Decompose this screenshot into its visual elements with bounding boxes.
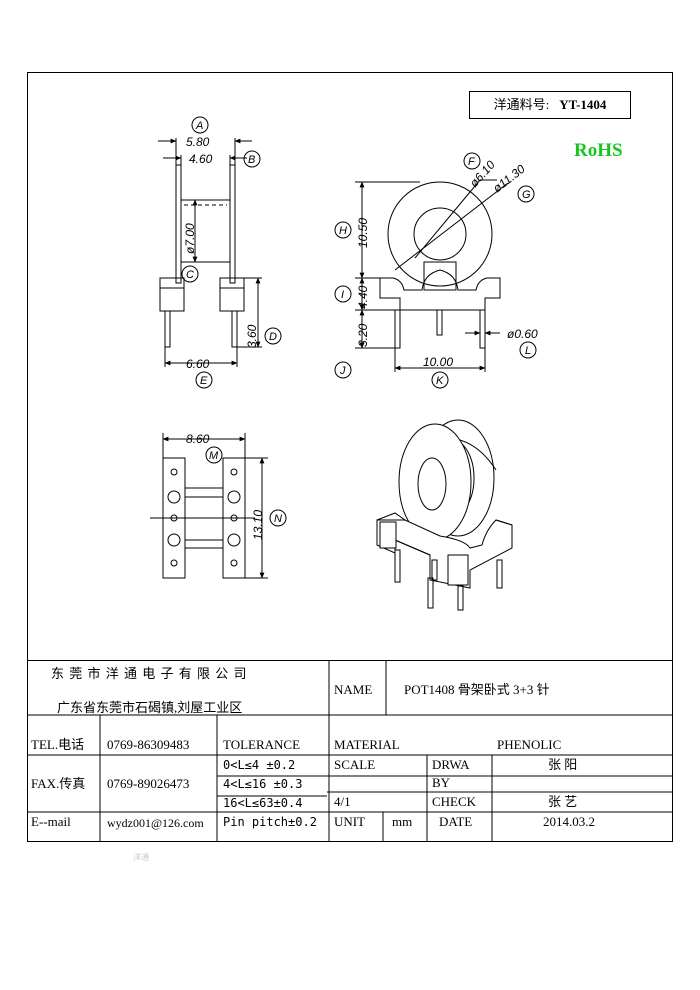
label-l: L xyxy=(525,345,531,357)
dim-10-00: 10.00 xyxy=(423,355,453,369)
drawn-label-2: BY xyxy=(432,775,451,790)
scale-value: 4/1 xyxy=(334,794,351,809)
part-number-box: 洋通料号: YT-1404 xyxy=(469,91,631,119)
label-j: J xyxy=(339,365,346,377)
faint-watermark: 洋通 xyxy=(133,853,149,862)
tolerance-row-3: 16<L≤63±0.4 xyxy=(223,796,303,810)
drawn-value: 张 阳 xyxy=(548,757,578,772)
title-block: 东 莞 市 洋 通 电 子 有 限 公 司 广东省东莞市石碣镇,刘屋工业区 NA… xyxy=(27,660,673,842)
material-value: PHENOLIC xyxy=(497,737,562,752)
dim-13-10: 13.10 xyxy=(251,510,265,540)
label-f: F xyxy=(468,156,476,168)
front-view xyxy=(158,138,262,367)
email-label: E--mail xyxy=(31,814,71,829)
company-name: 东 莞 市 洋 通 电 子 有 限 公 司 xyxy=(51,666,248,681)
part-number-value: YT-1404 xyxy=(559,97,607,112)
tolerance-row-2: 4<L≤16 ±0.3 xyxy=(223,777,303,791)
scale-label: SCALE xyxy=(334,757,376,772)
technical-drawing: 5.80 4.60 ø7.00 3.60 6.60 A B C D E xyxy=(150,116,538,611)
tolerance-label: TOLERANCE xyxy=(223,737,301,752)
material-label: MATERIAL xyxy=(334,737,400,752)
label-k: K xyxy=(436,375,444,387)
tolerance-row-4: Pin pitch±0.2 xyxy=(223,815,317,829)
label-circles-side xyxy=(334,152,537,389)
bottom-view xyxy=(150,433,287,579)
unit-value: mm xyxy=(392,814,413,829)
unit-label: UNIT xyxy=(334,814,366,829)
dim-3-20: 3.20 xyxy=(356,323,370,347)
label-g: G xyxy=(522,189,531,201)
tel-value: 0769-86309483 xyxy=(107,737,190,752)
name-label: NAME xyxy=(334,682,373,697)
label-d: D xyxy=(269,331,277,343)
label-n: N xyxy=(274,513,282,525)
part-number-label: 洋通料号: xyxy=(493,97,550,112)
fax-label: FAX.传真 xyxy=(31,776,86,791)
label-circles-front xyxy=(181,116,282,389)
rohs-mark: RoHS xyxy=(574,140,623,161)
tel-label: TEL.电话 xyxy=(31,737,85,752)
dim-3-60: 3.60 xyxy=(245,324,259,348)
label-a: A xyxy=(195,120,203,132)
check-value: 张 艺 xyxy=(548,794,578,809)
isometric-view xyxy=(376,419,513,611)
drawn-label-1: DRWA xyxy=(432,757,470,772)
label-m: M xyxy=(209,450,219,462)
label-b: B xyxy=(248,154,255,166)
tolerance-row-1: 0<L≤4 ±0.2 xyxy=(223,758,296,772)
email-value: wydz001@126.com xyxy=(107,816,204,830)
fax-value: 0769-89026473 xyxy=(107,776,190,791)
date-label: DATE xyxy=(439,814,473,829)
side-view xyxy=(355,179,509,372)
name-value: POT1408 骨架卧式 3+3 针 xyxy=(404,682,550,697)
dim-6-60: 6.60 xyxy=(186,357,210,371)
dim-4-40: 4.40 xyxy=(356,285,370,309)
label-c: C xyxy=(186,269,194,281)
label-e: E xyxy=(200,375,208,387)
dim-5-80: 5.80 xyxy=(186,135,210,149)
company-address: 广东省东莞市石碣镇,刘屋工业区 xyxy=(57,700,243,715)
dim-8-60: 8.60 xyxy=(186,432,210,446)
dim-7-00: ø7.00 xyxy=(183,223,197,254)
date-value: 2014.03.2 xyxy=(543,814,595,829)
label-h: H xyxy=(339,225,347,237)
dim-0-60: ø0.60 xyxy=(507,327,538,341)
label-i: I xyxy=(341,289,344,301)
dim-10-50: 10.50 xyxy=(356,218,370,248)
dim-4-60: 4.60 xyxy=(189,152,213,166)
check-label: CHECK xyxy=(432,794,477,809)
